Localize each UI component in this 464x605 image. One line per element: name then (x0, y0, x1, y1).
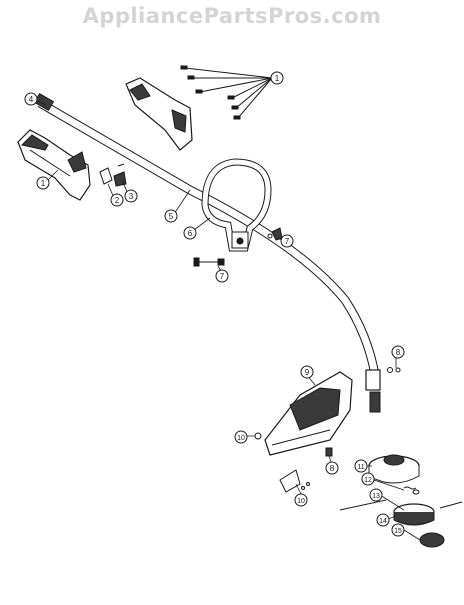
svg-text:15: 15 (394, 528, 402, 535)
callout-c7-bolt: 7 (215, 269, 229, 283)
svg-text:10: 10 (297, 498, 305, 505)
callout-c4: 4 (24, 92, 38, 106)
callout-c2: 2 (110, 193, 124, 207)
spool-assembly (339, 454, 463, 548)
callout-c13: 13 (369, 488, 383, 502)
svg-text:5: 5 (169, 212, 174, 221)
svg-text:1: 1 (41, 179, 46, 188)
callout-c5: 5 (164, 209, 178, 223)
svg-text:14: 14 (379, 518, 387, 525)
callout-c6: 6 (183, 226, 197, 240)
callout-c7-right: 7 (280, 234, 294, 248)
callout-c11: 11 (354, 459, 368, 473)
callout-c8-left: 8 (325, 461, 339, 475)
svg-text:10: 10 (237, 435, 245, 442)
callout-c9: 9 (300, 365, 314, 379)
trigger-parts (99, 163, 127, 187)
assist-handle-part (201, 158, 272, 252)
callout-c1-handle: 1 (36, 176, 50, 190)
svg-text:12: 12 (364, 477, 372, 484)
svg-text:4: 4 (29, 95, 34, 104)
svg-text:7: 7 (285, 237, 290, 246)
callout-c12: 12 (361, 472, 375, 486)
callout-c15: 15 (391, 523, 405, 537)
callout-c3: 3 (124, 189, 138, 203)
svg-text:8: 8 (330, 464, 335, 473)
svg-text:2: 2 (115, 196, 120, 205)
svg-text:8: 8 (396, 348, 401, 357)
svg-text:1: 1 (275, 74, 280, 83)
handle-housing-part (125, 77, 193, 151)
callout-c10-a: 10 (234, 430, 248, 444)
svg-text:3: 3 (129, 192, 134, 201)
leader-lines (35, 99, 421, 541)
rear-handle-part (17, 129, 91, 201)
watermark-text: AppliancePartsPros.com (82, 4, 382, 28)
coupler-part (365, 367, 401, 413)
svg-text:6: 6 (188, 229, 193, 238)
callout-c1-screws: 1 (270, 71, 284, 85)
svg-text:11: 11 (357, 464, 364, 471)
callout-c14: 14 (376, 513, 390, 527)
guard-part (264, 371, 353, 456)
callout-c8-right: 8 (391, 345, 405, 359)
svg-text:9: 9 (305, 368, 310, 377)
svg-text:7: 7 (220, 272, 225, 281)
callout-c10-b: 10 (294, 493, 308, 507)
svg-text:13: 13 (372, 493, 380, 500)
shaft-part (33, 92, 380, 376)
screw-group (180, 65, 273, 120)
